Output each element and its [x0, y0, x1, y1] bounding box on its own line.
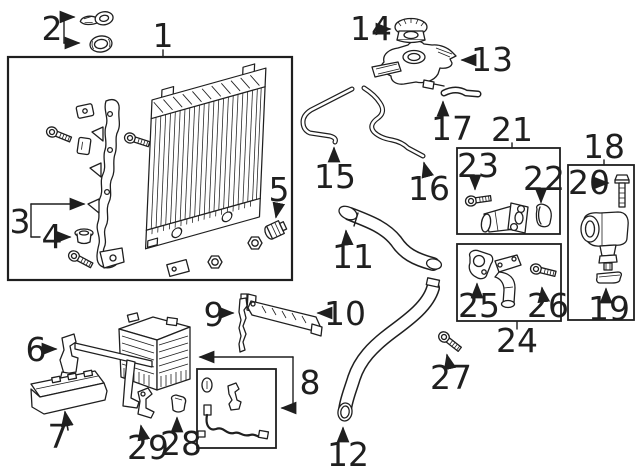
callout-25[interactable]: 25 [458, 286, 500, 325]
callout-3[interactable]: 3 [10, 202, 31, 241]
callout-8[interactable]: 8 [300, 363, 321, 402]
upper-support-bracket [246, 293, 323, 337]
overflow-hose-15 [300, 86, 355, 145]
callout-26[interactable]: 26 [527, 286, 569, 325]
part-radiator-insulators [79, 11, 114, 53]
reservoir-cap [394, 17, 428, 44]
callout-10[interactable]: 10 [324, 294, 366, 333]
callout-1[interactable]: 1 [153, 16, 174, 55]
drain-plug [264, 220, 288, 240]
retainer-clip-28 [170, 394, 187, 413]
callout-6[interactable]: 6 [26, 330, 47, 369]
water-outlet-elbow [494, 254, 522, 309]
bolt-icon [122, 130, 152, 150]
callout-19[interactable]: 19 [588, 289, 630, 328]
callout-27[interactable]: 27 [430, 358, 472, 397]
group-box-radiator [6, 55, 294, 282]
lower-radiator-hose [337, 277, 441, 422]
thermostat-housing [580, 211, 629, 271]
insulator-upper [79, 11, 114, 26]
outlet-gasket-25 [468, 249, 494, 280]
callout-29[interactable]: 29 [127, 428, 169, 467]
mount-grommet [74, 228, 94, 245]
upper-air-baffle [59, 333, 153, 409]
bolt-27 [435, 329, 464, 354]
group-box-shutter-kit [196, 368, 277, 449]
upper-radiator-hose [338, 205, 443, 271]
water-outlet-pipe [480, 202, 529, 234]
coolant-reservoir [371, 40, 457, 90]
outlet-cap-22 [535, 203, 552, 228]
callout-20[interactable]: 20 [568, 163, 610, 202]
bolt-icon [66, 248, 95, 271]
callout-9[interactable]: 9 [204, 295, 225, 334]
tag-plate [166, 258, 190, 278]
bolt-26 [528, 262, 558, 280]
callout-14[interactable]: 14 [350, 9, 392, 48]
bolt-23 [464, 192, 493, 208]
callout-13[interactable]: 13 [471, 40, 513, 79]
callout-18[interactable]: 18 [583, 127, 625, 166]
reservoir-hose-17 [440, 86, 482, 98]
callout-24[interactable]: 24 [496, 321, 538, 360]
shutter-kit-parts [197, 377, 270, 440]
callout-2[interactable]: 2 [42, 9, 63, 48]
nut-icon [247, 236, 263, 250]
group-box-outlet-elbow [456, 243, 562, 322]
callout-12[interactable]: 12 [327, 435, 369, 471]
nut-icon [207, 255, 223, 269]
shutter-bracket [137, 387, 155, 419]
vent-hose-16 [361, 85, 426, 159]
thermostat-seal-19 [595, 271, 623, 284]
callout-28[interactable]: 28 [160, 424, 202, 463]
callout-4[interactable]: 4 [42, 217, 63, 256]
callout-16[interactable]: 16 [408, 169, 450, 208]
radiator-mounting-bracket [87, 98, 125, 269]
side-mount-bracket [238, 293, 248, 353]
callout-5[interactable]: 5 [269, 170, 290, 209]
radiator-bottom-tank [146, 200, 252, 248]
sensor-clip [76, 136, 92, 156]
radiator-core-fins [150, 87, 262, 229]
callout-7[interactable]: 7 [48, 417, 69, 456]
callout-22[interactable]: 22 [523, 159, 565, 198]
group-box-water-outlet [456, 147, 561, 235]
callout-15[interactable]: 15 [314, 157, 356, 196]
lower-air-deflector [30, 369, 108, 415]
retainer-clip [75, 103, 95, 119]
radiator-top-tank-hatch [153, 74, 260, 113]
group-box-thermostat [567, 164, 635, 321]
callout-23[interactable]: 23 [457, 146, 499, 185]
callout-11[interactable]: 11 [332, 237, 374, 276]
thermostat-bolt-20 [614, 174, 630, 208]
bolt-icon [44, 124, 74, 145]
insulator-lower [89, 35, 113, 53]
radiator [144, 63, 267, 250]
callout-21[interactable]: 21 [491, 110, 533, 149]
callout-17[interactable]: 17 [431, 109, 473, 148]
